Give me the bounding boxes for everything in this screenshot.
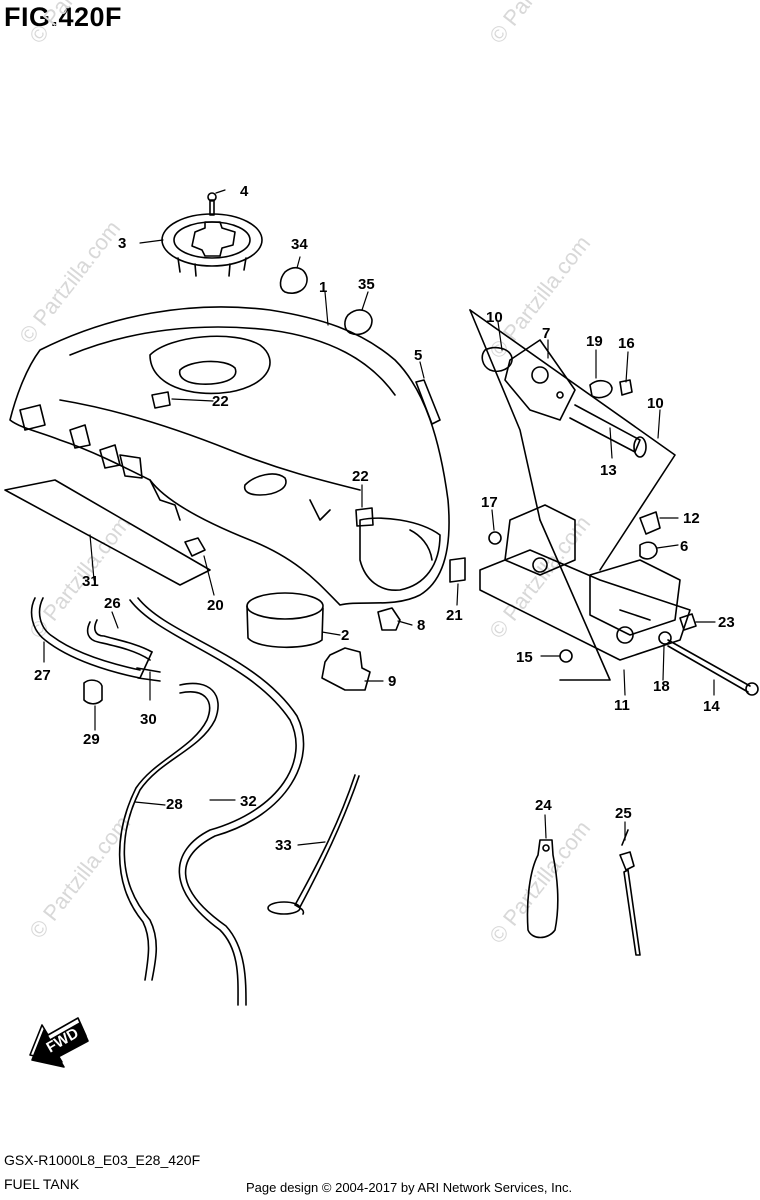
callout-31: 31 bbox=[82, 573, 99, 590]
watermarks: © Partzilla.com © Partzilla.com © Partzi… bbox=[14, 0, 595, 948]
callout-25: 25 bbox=[615, 805, 632, 822]
part-31-shape bbox=[4, 479, 211, 586]
callout-26: 26 bbox=[104, 595, 121, 612]
callout-6: 6 bbox=[680, 538, 688, 555]
fuel-tank-shape bbox=[9, 306, 450, 606]
leader-lines bbox=[43, 189, 716, 846]
figure-name: FUEL TANK bbox=[4, 1176, 80, 1192]
part-22b-shape bbox=[355, 507, 374, 527]
part-22-shape bbox=[151, 391, 171, 409]
part-9-shape bbox=[321, 647, 371, 691]
callout-28: 28 bbox=[166, 796, 183, 813]
fwd-arrow bbox=[29, 1017, 89, 1068]
callout-10b: 10 bbox=[647, 395, 664, 412]
callout-9: 9 bbox=[388, 673, 396, 690]
callout-24: 24 bbox=[535, 797, 552, 814]
callout-1: 1 bbox=[319, 279, 327, 296]
callout-30: 30 bbox=[140, 711, 157, 728]
part-8-shape bbox=[377, 607, 401, 631]
copyright-notice: Page design © 2004-2017 by ARI Network S… bbox=[246, 1180, 573, 1195]
callout-16: 16 bbox=[618, 335, 635, 352]
watermark: © Partzilla.com bbox=[484, 511, 595, 643]
callout-15: 15 bbox=[516, 649, 533, 666]
callout-22a: 22 bbox=[212, 393, 229, 410]
callout-33: 33 bbox=[275, 837, 292, 854]
callout-17: 17 bbox=[481, 494, 498, 511]
part-34-shape bbox=[279, 266, 308, 294]
part-20-shape bbox=[184, 537, 206, 557]
bracket-assembly-shape bbox=[469, 309, 759, 696]
callout-21: 21 bbox=[446, 607, 463, 624]
callout-23: 23 bbox=[718, 614, 735, 631]
callout-5: 5 bbox=[414, 347, 422, 364]
watermark: © Partzilla.com bbox=[484, 816, 595, 948]
callout-4: 4 bbox=[240, 183, 249, 200]
watermark: © Partzilla.com bbox=[484, 0, 595, 48]
callout-12: 12 bbox=[683, 510, 700, 527]
callout-20: 20 bbox=[207, 597, 224, 614]
callout-7: 7 bbox=[542, 325, 550, 342]
part-35-shape bbox=[344, 309, 373, 336]
watermark: © Partzilla.com bbox=[24, 811, 135, 943]
part-5-shape bbox=[415, 379, 441, 425]
callout-35: 35 bbox=[358, 276, 375, 293]
callout-34: 34 bbox=[291, 236, 308, 253]
figure-title: FIG.420F bbox=[4, 2, 123, 32]
watermark: © Partzilla.com bbox=[24, 0, 135, 48]
part-21-shape bbox=[449, 557, 466, 583]
callout-29: 29 bbox=[83, 731, 100, 748]
callout-19: 19 bbox=[586, 333, 603, 350]
callout-32: 32 bbox=[240, 793, 257, 810]
part-2-shape bbox=[246, 592, 324, 649]
model-code: GSX-R1000L8_E03_E28_420F bbox=[4, 1152, 201, 1168]
callout-8: 8 bbox=[417, 617, 425, 634]
callout-11: 11 bbox=[614, 697, 630, 714]
callout-27: 27 bbox=[34, 667, 51, 684]
callout-22b: 22 bbox=[352, 468, 369, 485]
callout-13: 13 bbox=[600, 462, 617, 479]
hoses-shape bbox=[30, 597, 305, 1006]
callout-10a: 10 bbox=[486, 309, 503, 326]
callout-2: 2 bbox=[341, 627, 349, 644]
callout-18: 18 bbox=[653, 678, 670, 695]
callout-3: 3 bbox=[118, 235, 126, 252]
fuel-cap-shape bbox=[161, 192, 263, 277]
callout-labels: 1 2 3 4 5 6 7 8 9 10 10 11 12 13 14 15 1… bbox=[34, 183, 735, 854]
callout-14: 14 bbox=[703, 698, 720, 715]
watermark: © Partzilla.com bbox=[14, 216, 125, 348]
part-33-shape bbox=[267, 774, 360, 915]
